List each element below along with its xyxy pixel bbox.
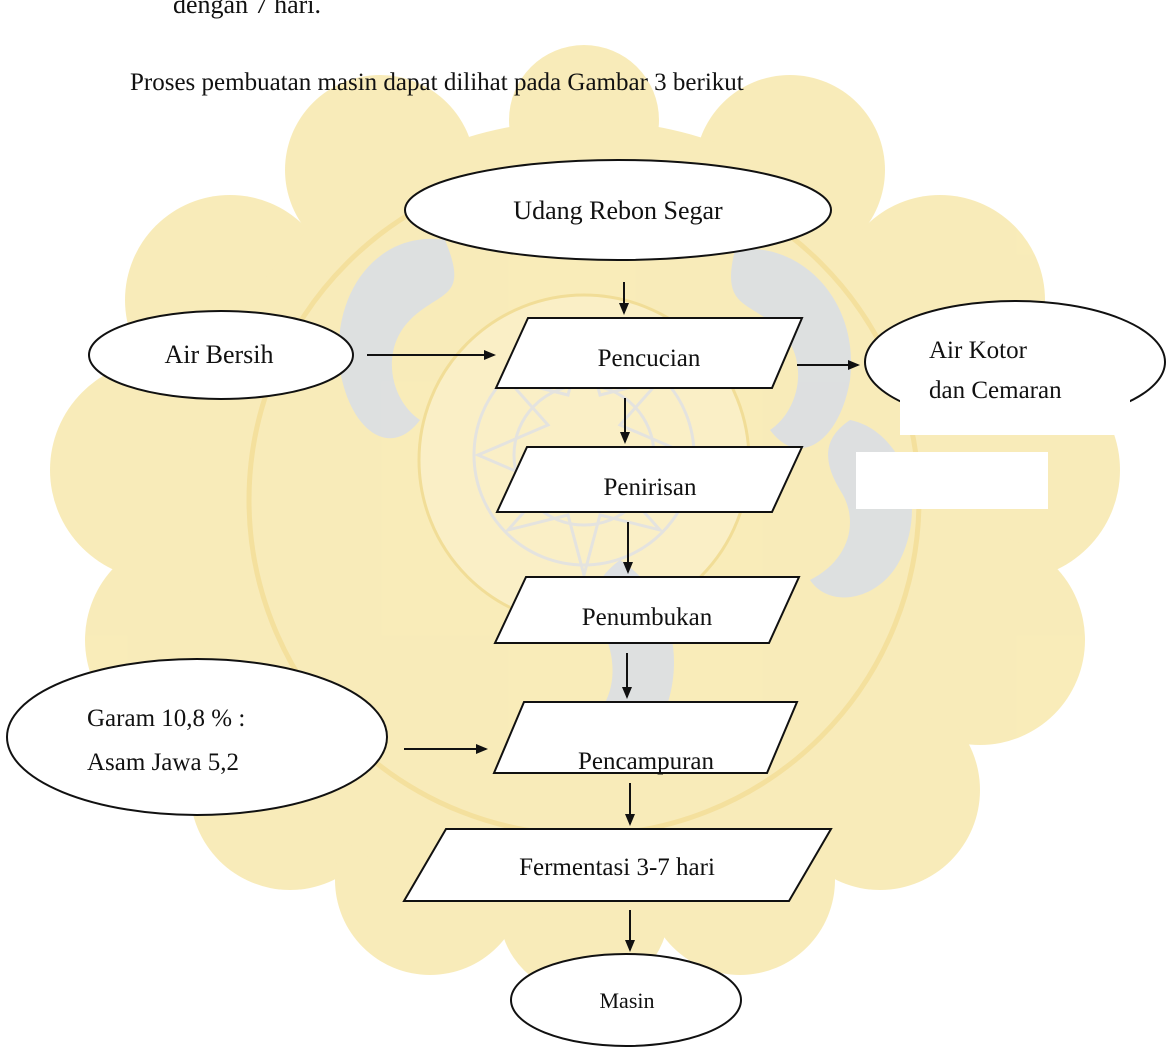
node-fermentasi (402, 828, 833, 902)
node-penumbukan (493, 576, 801, 644)
node-garam-asam-jawa (6, 658, 388, 816)
node-pencucian (494, 317, 804, 389)
label-udang-rebon-segar: Udang Rebon Segar (513, 196, 723, 225)
node-air-kotor-clip (900, 395, 1130, 435)
intro-text: Proses pembuatan masin dapat dilihat pad… (130, 69, 744, 96)
cropped-previous-line: dengan 7 hari. (173, 0, 322, 19)
node-udang-rebon-segar (404, 159, 832, 261)
label-penirisan: Penirisan (603, 474, 697, 501)
node-pencampuran (492, 701, 799, 774)
label-air-kotor-line2: dan Cemaran (929, 377, 1062, 404)
label-garam-line2: Asam Jawa 5,2 (87, 749, 239, 776)
label-pencampuran: Pencampuran (578, 748, 715, 775)
node-masin (510, 953, 742, 1047)
node-penirisan (495, 446, 804, 513)
node-air-bersih (88, 310, 354, 400)
label-air-bersih: Air Bersih (164, 340, 273, 369)
label-air-kotor-line1: Air Kotor (929, 337, 1028, 364)
label-masin: Masin (600, 988, 655, 1013)
label-penumbukan: Penumbukan (582, 604, 713, 631)
white-patch (856, 452, 1048, 509)
label-fermentasi: Fermentasi 3-7 hari (519, 854, 715, 881)
label-garam-line1: Garam 10,8 % : (87, 705, 245, 732)
label-pencucian: Pencucian (598, 345, 701, 372)
